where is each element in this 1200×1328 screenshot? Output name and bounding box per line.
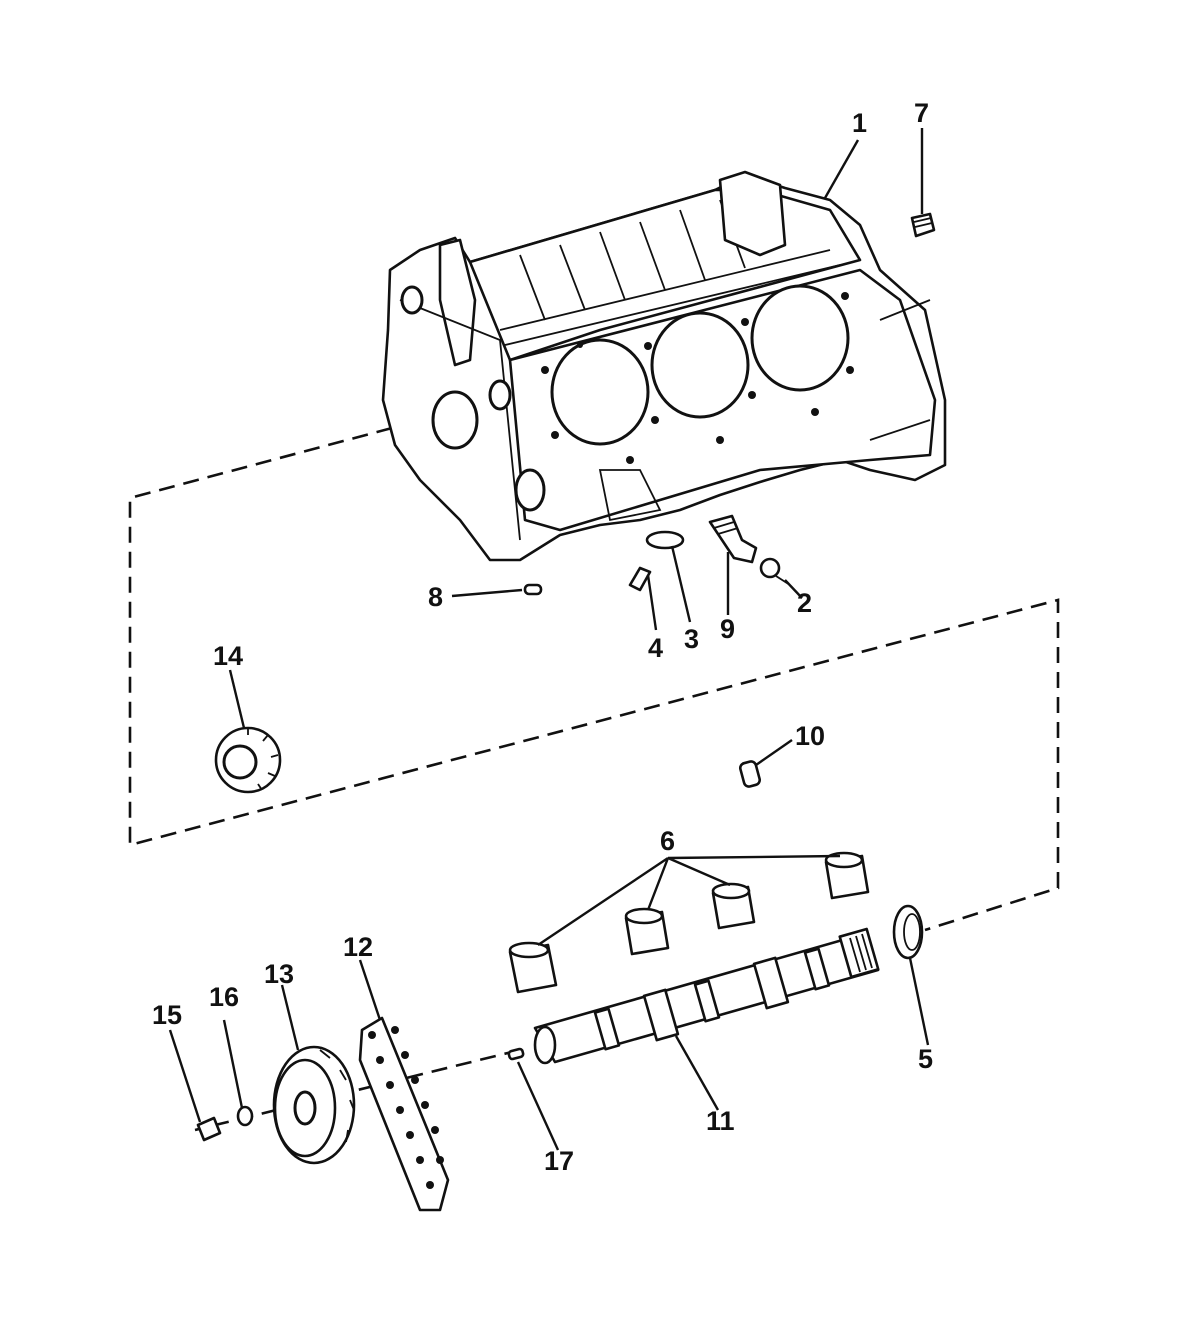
leader-15 (168, 1029, 202, 1123)
leader-11 (674, 1035, 720, 1111)
cam-sprocket-part13 (272, 1045, 356, 1165)
leader-2 (784, 579, 803, 599)
timing-chain-part12 (358, 1016, 450, 1212)
callout-15: 15 (152, 1000, 182, 1030)
plate-part3 (645, 530, 685, 550)
leader-4 (646, 574, 658, 631)
callout-3: 3 (684, 624, 699, 654)
leader-1 (823, 139, 860, 199)
woodruff-key-part17 (507, 1047, 525, 1061)
leader-10 (755, 739, 793, 766)
leader-14 (228, 669, 246, 729)
callout-4: 4 (648, 633, 663, 663)
cylinder-bore-2 (650, 311, 750, 419)
bolt-head (196, 1116, 222, 1142)
dowel-body (628, 566, 652, 592)
washer-part16 (236, 1105, 254, 1127)
cam-bearing-2 (624, 907, 670, 956)
head-bolt-holes (541, 292, 854, 464)
crank-gear-part14 (214, 726, 282, 794)
block-front-pillar (438, 238, 477, 367)
leader-17 (516, 1061, 560, 1151)
dowel-pin-body (523, 583, 543, 596)
callout-6: 6 (660, 826, 675, 856)
callout-10: 10 (795, 721, 825, 751)
cam-plug-body (892, 904, 924, 960)
leader-lines (168, 128, 930, 1151)
callout-16: 16 (209, 982, 239, 1012)
cam-bearing-1 (508, 941, 558, 994)
dowel-part4 (628, 566, 652, 592)
leader-5 (908, 957, 930, 1046)
chain-loop (358, 1016, 450, 1212)
front-upper-hole (400, 285, 424, 315)
cylinder-bore-3 (750, 284, 850, 392)
leader-8 (451, 588, 523, 598)
bolt-part15 (196, 1116, 222, 1142)
engine-block (381, 170, 947, 562)
pipe-plug-part7 (910, 212, 936, 238)
block-rear-edges (869, 299, 931, 441)
callout-1: 1 (852, 108, 867, 138)
lifter-body (738, 760, 762, 788)
block-underside-boss (598, 469, 662, 522)
callout-17: 17 (544, 1146, 574, 1176)
callout-2: 2 (797, 588, 812, 618)
crank-gear-bore (222, 744, 258, 780)
block-front-edge (399, 299, 521, 541)
cam-bearing-3 (711, 882, 756, 930)
callout-14: 14 (213, 641, 243, 671)
leader-12 (358, 959, 382, 1021)
leader-6 (537, 854, 841, 946)
callout-8: 8 (428, 582, 443, 612)
callout-11: 11 (706, 1106, 735, 1136)
front-cam-bore (431, 390, 479, 450)
callout-numbers: 1 7 8 4 3 9 2 10 14 6 5 11 17 12 13 16 1… (152, 98, 933, 1176)
chain-links (368, 1026, 444, 1189)
dowel-pin-part8 (523, 583, 543, 596)
camshaft-lobes (593, 927, 880, 1051)
dashed-outline (128, 426, 1060, 932)
leader-16 (222, 1019, 244, 1109)
callout-9: 9 (720, 614, 735, 644)
leader-3 (670, 545, 692, 623)
key-body (507, 1047, 525, 1061)
plate-body (645, 530, 685, 550)
callout-12: 12 (343, 932, 373, 962)
camshaft-gear-teeth (849, 933, 873, 973)
cam-bearings-part6 (508, 851, 870, 994)
callout-13: 13 (264, 959, 294, 989)
leader-13 (280, 984, 300, 1051)
callout-5: 5 (918, 1044, 933, 1074)
camshaft-nose (533, 1025, 557, 1065)
elbow-body (708, 514, 758, 564)
lifter-part10 (738, 760, 762, 788)
washer-body (236, 1105, 254, 1127)
camshaft-part11 (533, 927, 880, 1065)
cam-bearing-4 (824, 851, 870, 900)
callout-7: 7 (914, 98, 929, 128)
front-oil-bore (514, 468, 546, 512)
block-rear-boss (718, 170, 787, 257)
cylinder-bore-1 (550, 338, 650, 446)
cam-plug-part5 (892, 904, 924, 960)
front-small-bore (488, 379, 512, 411)
fitting-body (759, 557, 781, 579)
elbow-fitting-part9 (708, 514, 758, 564)
sprocket-hub (293, 1090, 317, 1126)
